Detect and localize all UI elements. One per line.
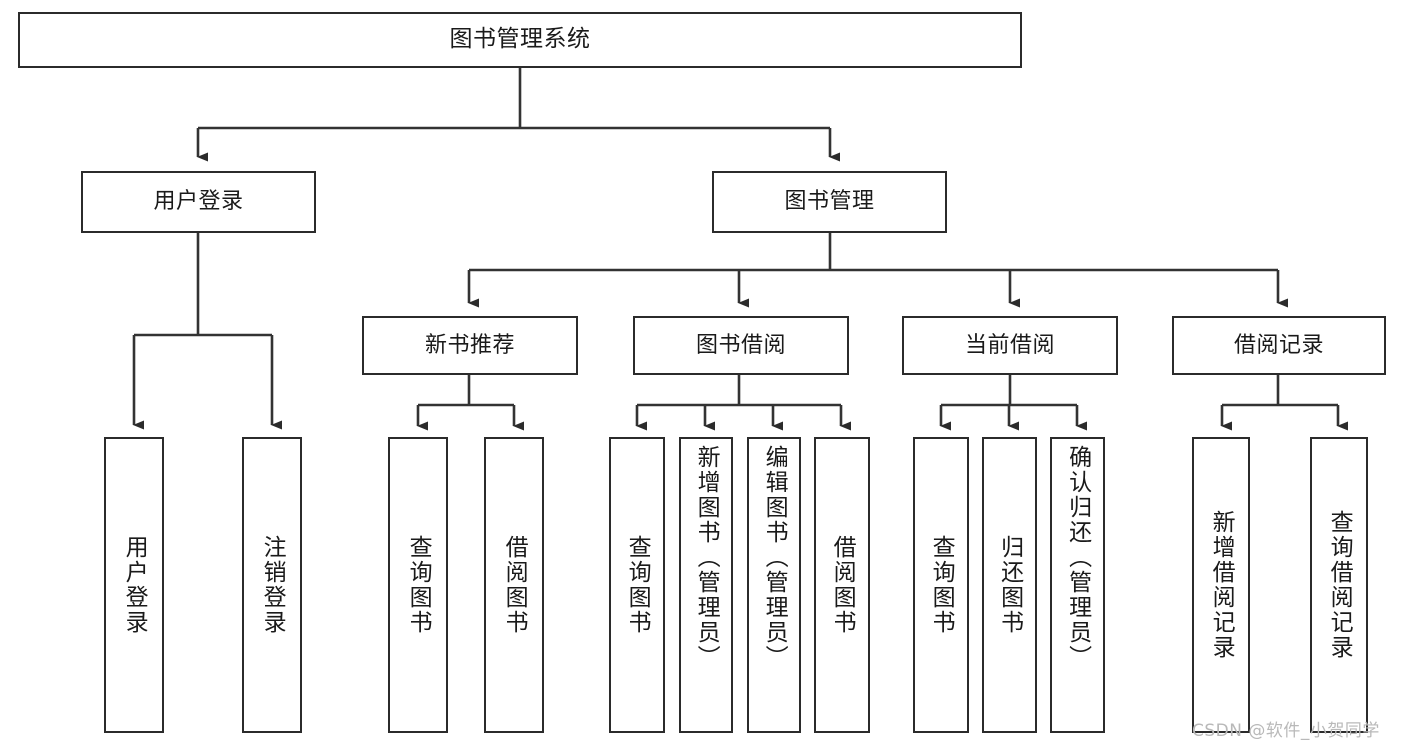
- leaf-confirm-return[interactable]: 确认归还（管理员）: [1050, 437, 1105, 733]
- leaf-query-book-3[interactable]: 查询图书: [913, 437, 969, 733]
- leaf-query-book-2[interactable]: 查询图书: [609, 437, 665, 733]
- node-user-login[interactable]: 用户登录: [81, 171, 316, 233]
- node-root-system-label: 图书管理系统: [449, 26, 591, 53]
- leaf-borrow-book-1-label: 借阅图书: [501, 535, 528, 635]
- leaf-add-record-label: 新增借阅记录: [1208, 510, 1235, 660]
- leaf-edit-book[interactable]: 编辑图书（管理员）: [747, 437, 801, 733]
- leaf-return-book[interactable]: 归还图书: [982, 437, 1037, 733]
- leaf-logout-login-label: 注销登录: [259, 535, 286, 635]
- leaf-query-record[interactable]: 查询借阅记录: [1310, 437, 1368, 733]
- leaf-user-login[interactable]: 用户登录: [104, 437, 164, 733]
- leaf-borrow-book-2[interactable]: 借阅图书: [814, 437, 870, 733]
- node-user-login-label: 用户登录: [153, 189, 244, 215]
- node-current-borrow[interactable]: 当前借阅: [902, 316, 1118, 375]
- node-book-borrow-label: 图书借阅: [695, 332, 786, 358]
- leaf-logout-login[interactable]: 注销登录: [242, 437, 302, 733]
- node-book-manage[interactable]: 图书管理: [712, 171, 947, 233]
- leaf-borrow-book-2-label: 借阅图书: [829, 535, 856, 635]
- node-root-system[interactable]: 图书管理系统: [18, 12, 1022, 68]
- leaf-query-book-1-label: 查询图书: [405, 535, 432, 635]
- leaf-add-book-label: 新增图书（管理员）: [693, 445, 720, 670]
- leaf-add-book[interactable]: 新增图书（管理员）: [679, 437, 733, 733]
- leaf-add-record[interactable]: 新增借阅记录: [1192, 437, 1250, 733]
- csdn-watermark: CSDN @软件_小贺同学: [1192, 721, 1380, 741]
- node-current-borrow-label: 当前借阅: [964, 332, 1055, 358]
- leaf-confirm-return-label: 确认归还（管理员）: [1064, 445, 1091, 670]
- node-new-book-recommend[interactable]: 新书推荐: [362, 316, 578, 375]
- leaf-query-book-3-label: 查询图书: [928, 535, 955, 635]
- leaf-query-record-label: 查询借阅记录: [1326, 510, 1353, 660]
- node-borrow-record[interactable]: 借阅记录: [1172, 316, 1386, 375]
- leaf-query-book-1[interactable]: 查询图书: [388, 437, 448, 733]
- leaf-return-book-label: 归还图书: [996, 535, 1023, 635]
- node-new-book-recommend-label: 新书推荐: [424, 332, 515, 358]
- node-book-manage-label: 图书管理: [784, 189, 875, 215]
- leaf-user-login-label: 用户登录: [121, 535, 148, 635]
- node-borrow-record-label: 借阅记录: [1233, 332, 1324, 358]
- leaf-edit-book-label: 编辑图书（管理员）: [761, 445, 788, 670]
- leaf-borrow-book-1[interactable]: 借阅图书: [484, 437, 544, 733]
- leaf-query-book-2-label: 查询图书: [624, 535, 651, 635]
- node-book-borrow[interactable]: 图书借阅: [633, 316, 849, 375]
